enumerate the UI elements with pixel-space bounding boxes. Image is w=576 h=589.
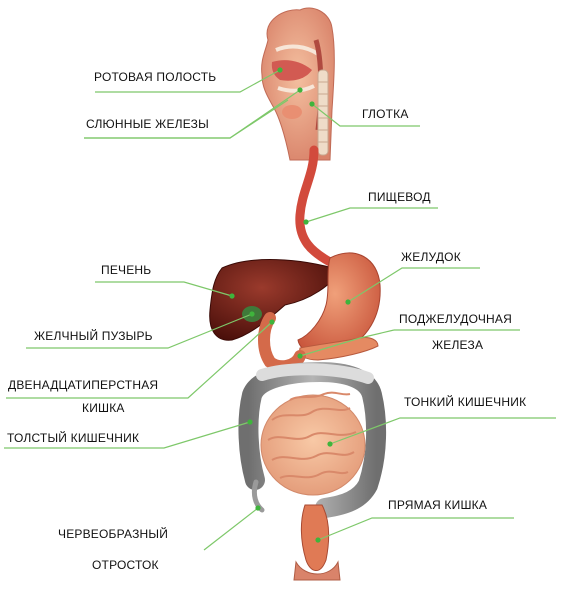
label-pancreas-line2: ЖЕЛЕЗА xyxy=(432,338,484,352)
label-salivary-glands: СЛЮННЫЕ ЖЕЛЕЗЫ xyxy=(86,117,209,131)
duodenum xyxy=(258,312,306,373)
label-rectum: ПРЯМАЯ КИШКА xyxy=(388,498,488,512)
appendix xyxy=(251,479,265,513)
head-section xyxy=(261,7,335,161)
label-large-intestine: ТОЛСТЫЙ КИШЕЧНИК xyxy=(7,431,140,445)
label-duodenum-line1: ДВЕНАДЦАТИПЕРСТНАЯ xyxy=(8,378,159,392)
pancreas xyxy=(299,337,379,361)
label-appendix-line2: ОТРОСТОК xyxy=(92,558,159,572)
label-gallbladder: ЖЕЛЧНЫЙ ПУЗЫРЬ xyxy=(34,329,153,343)
label-liver: ПЕЧЕНЬ xyxy=(101,263,152,277)
label-esophagus: ПИЩЕВОД xyxy=(368,190,431,204)
label-stomach: ЖЕЛУДОК xyxy=(401,250,461,264)
label-small-intestine: ТОНКИЙ КИШЕЧНИК xyxy=(404,395,527,409)
tongue xyxy=(271,60,312,81)
label-duodenum-line2: КИШКА xyxy=(82,401,125,415)
marker-dots xyxy=(229,67,351,543)
label-pancreas-line1: ПОДЖЕЛУДОЧНАЯ xyxy=(399,312,512,326)
label-pharynx: ГЛОТКА xyxy=(362,107,409,121)
label-appendix-line1: ЧЕРВЕОБРАЗНЫЙ xyxy=(58,527,169,541)
esophagus xyxy=(295,145,335,267)
leader-lines xyxy=(4,69,556,551)
rectum xyxy=(300,504,330,571)
small-intestine xyxy=(260,394,366,496)
label-mouth: РОТОВАЯ ПОЛОСТЬ xyxy=(94,70,217,84)
